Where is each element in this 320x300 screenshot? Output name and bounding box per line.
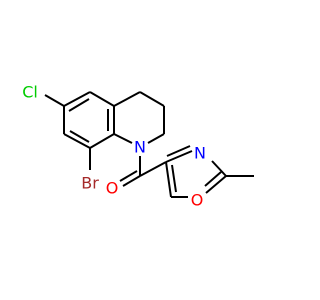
molecule-drawing: Cl Br N O N O: [22, 83, 254, 210]
atom-label-ring-nitrogen: N: [134, 138, 146, 157]
atom-label-oxazole-nitrogen: N: [194, 144, 206, 163]
bond-c4-n3: [165, 150, 193, 163]
bond-c4a-c5: [89, 91, 115, 107]
bond-c5-c6: [63, 91, 91, 107]
bond-carbonyl-o: [122, 175, 141, 187]
bond-c8-c8a: [89, 133, 115, 149]
bond-c7-c8: [63, 133, 91, 149]
bond-carbonyl-oxazole: [139, 161, 167, 177]
bond-c2-o1-double: [204, 171, 222, 187]
bond-c4-c3: [139, 91, 165, 107]
atom-label-carbonyl-oxygen: O: [106, 179, 119, 198]
bond-c5-c6-double: [68, 98, 90, 112]
bond-c5-c4-double: [171, 164, 177, 193]
bond-c2-o1: [205, 175, 227, 194]
bond-c2-n1: [147, 133, 165, 144]
bond-c4-n3-double: [166, 145, 191, 157]
structure-canvas: Cl Br N O N O: [22, 82, 254, 210]
bond-c7-c8-double: [69, 130, 90, 143]
bond-c6-cl: [44, 94, 65, 107]
atom-label-oxazole-oxygen: O: [191, 191, 204, 210]
bond-n1-c8a: [113, 133, 133, 144]
bond-c4a-c4: [113, 91, 141, 107]
atom-label-bromine: Br: [81, 174, 99, 193]
atom-label-chlorine: Cl: [22, 83, 38, 102]
bond-c5-c4: [165, 161, 172, 198]
bond-carbonyl-o-double: [119, 170, 138, 182]
bond-n3-c2: [211, 160, 227, 177]
